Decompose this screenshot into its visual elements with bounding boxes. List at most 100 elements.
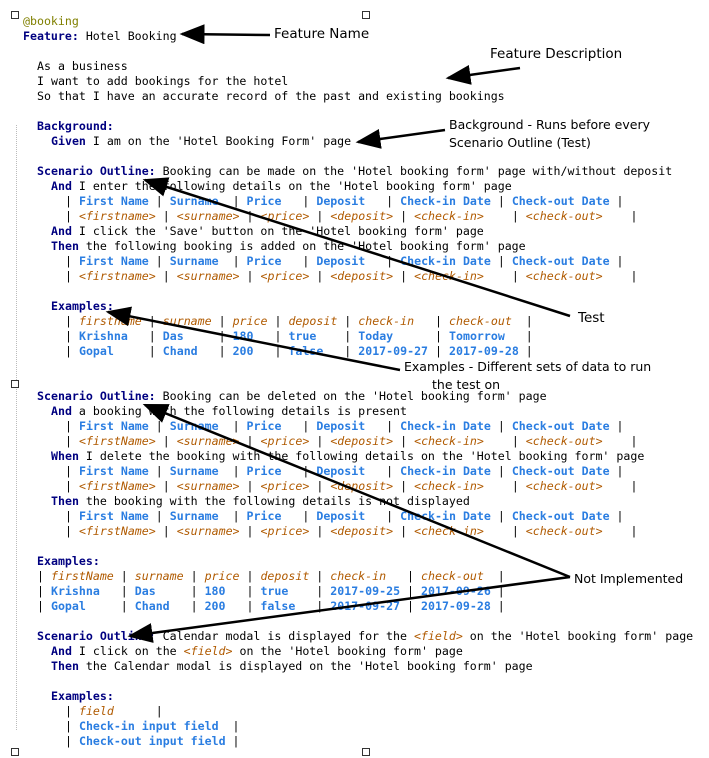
- code-token: |: [99, 584, 135, 598]
- code-token: <field>: [183, 644, 233, 658]
- code-token: |: [225, 584, 261, 598]
- code-token: |: [483, 269, 526, 283]
- code-line[interactable]: Given I am on the 'Hotel Booking Form' p…: [51, 134, 351, 149]
- code-token: on the 'Hotel booking form' page: [232, 644, 463, 658]
- code-line[interactable]: Then the Calendar modal is displayed on …: [51, 659, 533, 674]
- code-token: |: [483, 569, 505, 583]
- code-token: |: [253, 329, 289, 343]
- code-token: <check-in>: [414, 209, 484, 223]
- code-token: |: [337, 314, 359, 328]
- code-line[interactable]: Scenario Outline: Booking can be deleted…: [37, 389, 547, 404]
- code-line[interactable]: I want to add bookings for the hotel: [37, 74, 288, 89]
- code-line[interactable]: | First Name | Surname | Price | Deposit…: [65, 194, 624, 209]
- code-token: <firstname>: [78, 209, 156, 223]
- code-token: |: [309, 209, 331, 223]
- code-token: Price: [246, 509, 282, 523]
- code-line[interactable]: | First Name | Surname | Price | Deposit…: [65, 509, 624, 524]
- code-token: Price: [246, 194, 282, 208]
- code-token: <surname>: [176, 269, 240, 283]
- code-token: |: [365, 194, 401, 208]
- code-line[interactable]: Background:: [37, 119, 114, 134]
- code-token: |: [323, 344, 359, 358]
- code-token: |: [602, 524, 638, 538]
- selection-handle-bottom-left[interactable]: [11, 748, 19, 756]
- code-line[interactable]: And I enter the following details on the…: [51, 179, 512, 194]
- not-implemented-arrow-2: [127, 575, 571, 643]
- code-token: Check-in input field: [78, 719, 219, 733]
- code-line[interactable]: Then the booking with the following deta…: [51, 494, 470, 509]
- code-token: <surname>: [176, 524, 240, 538]
- code-line[interactable]: Scenario Outline: Booking can be made on…: [37, 164, 672, 179]
- code-token: |: [490, 599, 505, 613]
- code-line[interactable]: @booking: [23, 14, 79, 29]
- code-token: |: [309, 269, 331, 283]
- code-line[interactable]: | Krishna | Das | 180 | true | Today | T…: [65, 329, 533, 344]
- code-token: |: [65, 509, 79, 523]
- code-line[interactable]: When I delete the booking with the follo…: [51, 449, 644, 464]
- code-line[interactable]: And I click on the <field> on the 'Hotel…: [51, 644, 463, 659]
- code-token: |: [197, 344, 233, 358]
- code-token: the following booking is added on the 'H…: [78, 239, 526, 253]
- code-line[interactable]: | firstname | surname | price | deposit …: [65, 314, 533, 329]
- code-line[interactable]: Examples:: [37, 554, 100, 569]
- code-token: @booking: [23, 14, 79, 28]
- examples-annotation-line2: the test on: [432, 377, 501, 392]
- selection-handle-middle-left[interactable]: [11, 380, 19, 388]
- code-line[interactable]: | <firstname> | <surname> | <price> | <d…: [65, 209, 637, 224]
- code-token: Krishna: [50, 584, 100, 598]
- code-token: <price>: [260, 269, 310, 283]
- code-token: <deposit>: [330, 524, 394, 538]
- code-line[interactable]: | Check-in input field |: [65, 719, 240, 734]
- code-token: |: [113, 569, 135, 583]
- code-line[interactable]: | First Name | Surname | Price | Deposit…: [65, 254, 624, 269]
- code-token: |: [490, 254, 512, 268]
- code-token: |: [65, 329, 79, 343]
- code-token: deposit: [288, 314, 338, 328]
- code-token: <surname>: [176, 209, 240, 223]
- code-line[interactable]: | <firstName> | <surname> | <price> | <d…: [65, 524, 637, 539]
- code-token: Surname: [169, 509, 219, 523]
- code-line[interactable]: | <firstname> | <surname> | <price> | <d…: [65, 269, 637, 284]
- code-token: |: [65, 419, 79, 433]
- code-line[interactable]: | <firstName> | <surname> | <price> | <d…: [65, 434, 637, 449]
- selection-handle-top-left[interactable]: [11, 11, 19, 19]
- code-token: Check-in Date: [400, 464, 491, 478]
- code-token: First Name: [78, 509, 149, 523]
- code-token: |: [253, 344, 289, 358]
- code-line[interactable]: Examples:: [51, 299, 114, 314]
- code-token: |: [602, 269, 638, 283]
- code-line[interactable]: | Check-out input field |: [65, 734, 240, 749]
- code-line[interactable]: | <firstName> | <surname> | <price> | <d…: [65, 479, 637, 494]
- code-token: I am on the 'Hotel Booking Form' page: [85, 134, 352, 148]
- code-line[interactable]: | field |: [65, 704, 163, 719]
- code-token: |: [309, 479, 331, 493]
- code-token: |: [65, 209, 79, 223]
- code-token: <check-out>: [525, 479, 603, 493]
- code-line[interactable]: | firstName | surname | price | deposit …: [37, 569, 505, 584]
- code-line[interactable]: Examples:: [51, 689, 114, 704]
- code-line[interactable]: So that I have an accurate record of the…: [37, 89, 505, 104]
- code-token: <deposit>: [330, 479, 394, 493]
- code-line[interactable]: | First Name | Surname | Price | Deposit…: [65, 419, 624, 434]
- code-token: false: [260, 599, 296, 613]
- code-line[interactable]: Then the following booking is added on t…: [51, 239, 526, 254]
- code-token: |: [288, 584, 331, 598]
- code-token: <price>: [260, 209, 310, 223]
- code-token: Deposit: [316, 464, 366, 478]
- code-token: Check-out Date: [511, 194, 610, 208]
- code-token: Background:: [37, 119, 114, 133]
- code-line[interactable]: As a business: [37, 59, 128, 74]
- code-token: |: [225, 599, 261, 613]
- code-token: 2017-09-27: [358, 344, 429, 358]
- code-token: |: [183, 569, 205, 583]
- code-line[interactable]: Scenario Outline: Calendar modal is disp…: [37, 629, 693, 644]
- code-token: 180: [204, 584, 226, 598]
- code-token: |: [602, 209, 638, 223]
- selection-handle-top-middle[interactable]: [362, 11, 370, 19]
- selection-handle-bottom-middle[interactable]: [362, 748, 370, 756]
- code-line[interactable]: | Gopal | Chand | 200 | false | 2017-09-…: [65, 344, 533, 359]
- code-line[interactable]: | First Name | Surname | Price | Deposit…: [65, 464, 624, 479]
- code-line[interactable]: Feature: Hotel Booking: [23, 29, 177, 44]
- code-token: check-out: [449, 314, 512, 328]
